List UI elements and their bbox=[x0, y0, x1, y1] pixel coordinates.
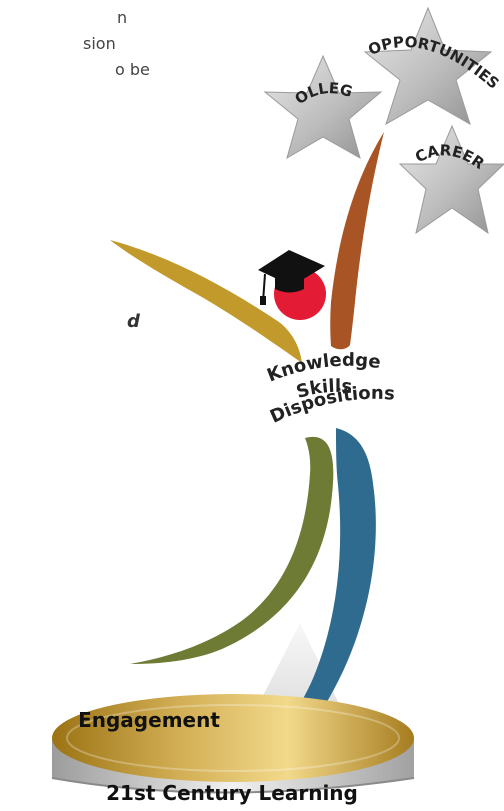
college-star-label: COLLEGE bbox=[0, 0, 355, 108]
olive-leg-ribbon bbox=[130, 436, 334, 664]
platform-top-label: Engagement bbox=[78, 708, 220, 732]
blue-leg-ribbon bbox=[244, 428, 376, 765]
college-star-shape bbox=[263, 54, 383, 160]
graduation-cap-icon bbox=[258, 250, 325, 305]
platform-base-rim bbox=[51, 777, 415, 794]
cropped-text-line-1: n bbox=[117, 8, 128, 27]
opportunities-star-shape bbox=[363, 6, 493, 126]
platform-base-label: 21st Century Learning bbox=[106, 781, 358, 805]
cropped-text-line-2: sion bbox=[83, 34, 116, 53]
platform-top-surface bbox=[52, 694, 414, 782]
cropped-text-fragments: n sion o be d bbox=[0, 0, 150, 360]
cropped-text-line-3: o be bbox=[115, 60, 150, 79]
platform-top-highlight bbox=[66, 704, 400, 772]
dispositions-label: Dispositions bbox=[267, 383, 396, 428]
platform bbox=[51, 694, 415, 794]
gold-arm-ribbon bbox=[110, 240, 302, 363]
rust-arm-ribbon bbox=[330, 132, 384, 350]
cropped-text-line-4: d bbox=[127, 311, 140, 332]
career-star-shape bbox=[398, 124, 504, 235]
